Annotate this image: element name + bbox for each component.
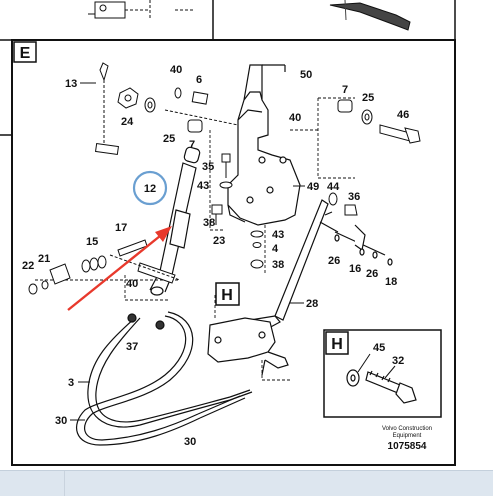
label-17: 17 — [115, 222, 127, 234]
status-bar-divider — [64, 471, 65, 496]
red-arrow-icon — [67, 226, 172, 311]
detail-h-label: H — [215, 282, 240, 306]
label-49: 49 — [307, 181, 319, 193]
label-28: 28 — [306, 298, 318, 310]
parts-diagram: E — [0, 0, 456, 466]
label-21: 21 — [38, 253, 50, 265]
label-16: 16 — [349, 263, 361, 275]
stamp-line2: Equipment — [393, 433, 422, 439]
label-40-top: 40 — [170, 64, 182, 76]
pins-and-washers — [28, 62, 421, 295]
callout-text: 12 — [144, 183, 156, 195]
label-6: 6 — [196, 74, 202, 86]
label-18: 18 — [385, 276, 397, 288]
label-50: 50 — [300, 69, 312, 81]
label-38-left: 38 — [203, 217, 215, 229]
lever-assembly — [207, 199, 393, 376]
label-43-right: 43 — [272, 229, 284, 241]
frame-lines — [0, 0, 456, 466]
label-30-left: 30 — [55, 415, 67, 427]
section-e-label: E — [13, 41, 37, 63]
stamp-line1: Volvo Construction — [382, 426, 432, 432]
stamp-number: 1075854 — [388, 441, 427, 452]
part-number-labels: 13 40 6 50 7 25 46 24 25 7 40 35 43 49 4… — [22, 64, 409, 448]
label-45: 45 — [373, 342, 385, 354]
label-7-left: 7 — [189, 139, 195, 151]
label-36: 36 — [348, 191, 360, 203]
inset-h-text: H — [331, 336, 343, 353]
label-4: 4 — [272, 243, 279, 255]
label-46: 46 — [397, 109, 409, 121]
label-25-left: 25 — [163, 133, 175, 145]
label-40-bottom: 40 — [126, 278, 138, 290]
label-37: 37 — [126, 341, 138, 353]
label-30-bottom: 30 — [184, 436, 196, 448]
inset-bolt — [346, 369, 417, 404]
top-partial-drawing — [88, 0, 411, 31]
label-23: 23 — [213, 235, 225, 247]
label-25-right: 25 — [362, 92, 374, 104]
label-22: 22 — [22, 260, 34, 272]
hydraulic-cylinder — [149, 146, 201, 296]
inset-panel: H 45 32 — [323, 329, 442, 418]
label-40-mid: 40 — [289, 112, 301, 124]
label-15: 15 — [86, 236, 98, 248]
label-24: 24 — [121, 116, 134, 128]
label-44: 44 — [327, 181, 340, 193]
label-35: 35 — [202, 161, 214, 173]
hoses — [76, 311, 253, 446]
label-43-left: 43 — [197, 180, 209, 192]
label-26-left: 26 — [328, 255, 340, 267]
label-7-right: 7 — [342, 84, 348, 96]
drawing-stamp: Volvo Construction Equipment 1075854 — [382, 426, 432, 452]
label-3: 3 — [68, 377, 74, 389]
label-26-right: 26 — [366, 268, 378, 280]
label-13: 13 — [65, 78, 77, 90]
frame-bracket — [227, 64, 301, 226]
label-38-right: 38 — [272, 259, 284, 271]
callout-ring[interactable]: 12 — [132, 170, 168, 206]
label-32: 32 — [392, 355, 404, 367]
section-e-text: E — [20, 45, 31, 62]
status-bar — [0, 470, 493, 496]
detail-h-text: H — [221, 287, 233, 304]
